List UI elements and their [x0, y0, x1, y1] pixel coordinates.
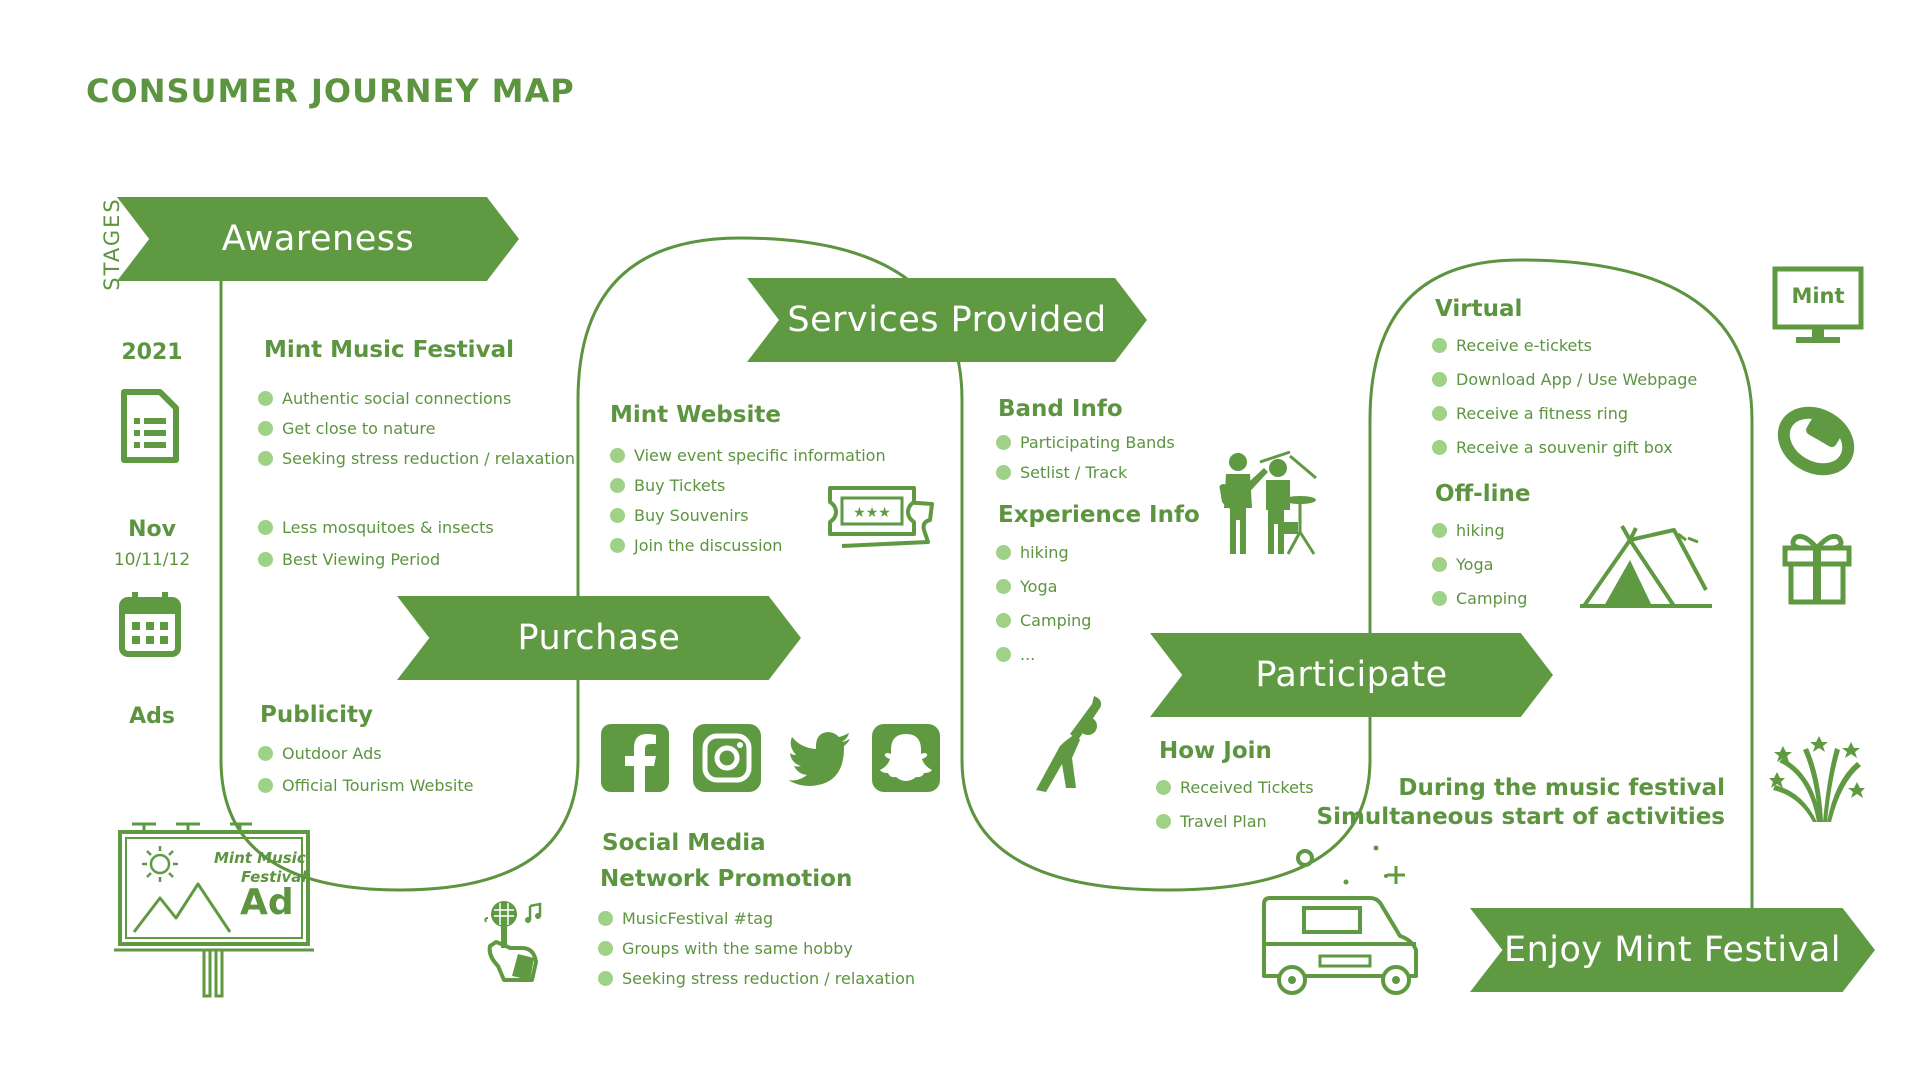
list-item: Seeking stress reduction / relaxation	[258, 444, 575, 474]
monitor-label: Mint	[1791, 284, 1845, 308]
ticket-icon: ★★★	[828, 486, 934, 548]
list-item: Receive e-tickets	[1432, 329, 1697, 363]
twitter-icon	[788, 732, 850, 786]
page-title: CONSUMER JOURNEY MAP	[86, 72, 575, 110]
website-list: View event specific information Buy Tick…	[610, 441, 886, 561]
fireworks-icon	[1769, 736, 1865, 822]
social-heading-line1: Social Media	[602, 830, 766, 856]
virtual-list: Receive e-tickets Download App / Use Web…	[1432, 329, 1697, 465]
list-item: Official Tourism Website	[258, 770, 473, 802]
monitor-icon: Mint	[1772, 266, 1864, 348]
snapchat-icon	[872, 724, 940, 792]
list-item: Travel Plan	[1156, 805, 1314, 839]
year-label: 2021	[121, 340, 183, 365]
list-item: Get close to nature	[258, 414, 575, 444]
list-item: Camping	[1432, 582, 1527, 616]
van-icon	[1262, 845, 1418, 995]
offline-list: hiking Yoga Camping	[1432, 514, 1527, 616]
list-item: Receive a fitness ring	[1432, 397, 1697, 431]
tent-icon	[1580, 525, 1712, 608]
stage-banner-purchase: Purchase	[397, 596, 801, 680]
svg-text:★★★: ★★★	[853, 505, 891, 521]
band-info-list: Participating Bands Setlist / Track	[996, 428, 1175, 488]
awareness-heading: Mint Music Festival	[264, 337, 514, 363]
list-item: Buy Tickets	[610, 471, 886, 501]
document-icon	[121, 389, 179, 463]
enjoy-text-line1: During the music festival	[1398, 775, 1725, 801]
fitness-ring-icon	[1777, 406, 1855, 476]
list-item: hiking	[996, 536, 1091, 570]
publicity-list: Outdoor Ads Official Tourism Website	[258, 738, 473, 802]
list-item: Camping	[996, 604, 1091, 638]
awareness-list: Authentic social connections Get close t…	[258, 384, 575, 474]
instagram-icon	[693, 724, 761, 792]
billboard-text-line2: Festival	[241, 868, 307, 886]
billboard-icon	[114, 822, 314, 998]
calendar-icon	[119, 592, 181, 657]
list-item: Yoga	[996, 570, 1091, 604]
facebook-icon	[601, 724, 669, 792]
list-item: Groups with the same hobby	[598, 934, 915, 964]
band-icon	[1219, 450, 1317, 555]
list-item: Received Tickets	[1156, 771, 1314, 805]
social-list: MusicFestival #tag Groups with the same …	[598, 904, 915, 994]
dates-label: 10/11/12	[113, 550, 191, 570]
website-heading: Mint Website	[610, 402, 781, 428]
awareness-list-2: Less mosquitoes & insects Best Viewing P…	[258, 512, 494, 576]
month-label: Nov	[128, 517, 176, 542]
list-item: Seeking stress reduction / relaxation	[598, 964, 915, 994]
stages-label: STAGES	[100, 197, 124, 291]
virtual-heading: Virtual	[1435, 296, 1523, 322]
billboard-text-line1: Mint Music	[214, 849, 306, 867]
ads-label: Ads	[129, 704, 175, 729]
list-item: Buy Souvenirs	[610, 501, 886, 531]
list-item: hiking	[1432, 514, 1527, 548]
list-item: ...	[996, 638, 1091, 672]
band-info-heading: Band Info	[998, 396, 1123, 422]
how-join-heading: How Join	[1159, 738, 1272, 764]
list-item: Outdoor Ads	[258, 738, 473, 770]
billboard-ad-text: Ad	[240, 882, 294, 923]
offline-heading: Off-line	[1435, 481, 1531, 507]
list-item: View event specific information	[610, 441, 886, 471]
list-item: Setlist / Track	[996, 458, 1175, 488]
stage-banner-participate: Participate	[1150, 633, 1553, 717]
experience-info-heading: Experience Info	[998, 502, 1200, 528]
list-item: Authentic social connections	[258, 384, 575, 414]
list-item: Best Viewing Period	[258, 544, 494, 576]
experience-info-list: hiking Yoga Camping ...	[996, 536, 1091, 672]
list-item: Download App / Use Webpage	[1432, 363, 1697, 397]
list-item: Participating Bands	[996, 428, 1175, 458]
publicity-heading: Publicity	[260, 702, 373, 728]
gift-icon	[1782, 533, 1852, 605]
stage-banner-services: Services Provided	[747, 278, 1147, 362]
list-item: Less mosquitoes & insects	[258, 512, 494, 544]
list-item: Yoga	[1432, 548, 1527, 582]
list-item: Receive a souvenir gift box	[1432, 431, 1697, 465]
yoga-icon	[1036, 696, 1102, 792]
microphone-hand-icon	[484, 901, 542, 982]
stage-banner-enjoy: Enjoy Mint Festival	[1470, 908, 1875, 992]
social-heading-line2: Network Promotion	[600, 866, 853, 892]
list-item: MusicFestival #tag	[598, 904, 915, 934]
list-item: Join the discussion	[610, 531, 886, 561]
stage-banner-awareness: Awareness	[117, 197, 519, 281]
enjoy-text-line2: Simultaneous start of activities	[1316, 804, 1725, 830]
how-join-list: Received Tickets Travel Plan	[1156, 771, 1314, 839]
